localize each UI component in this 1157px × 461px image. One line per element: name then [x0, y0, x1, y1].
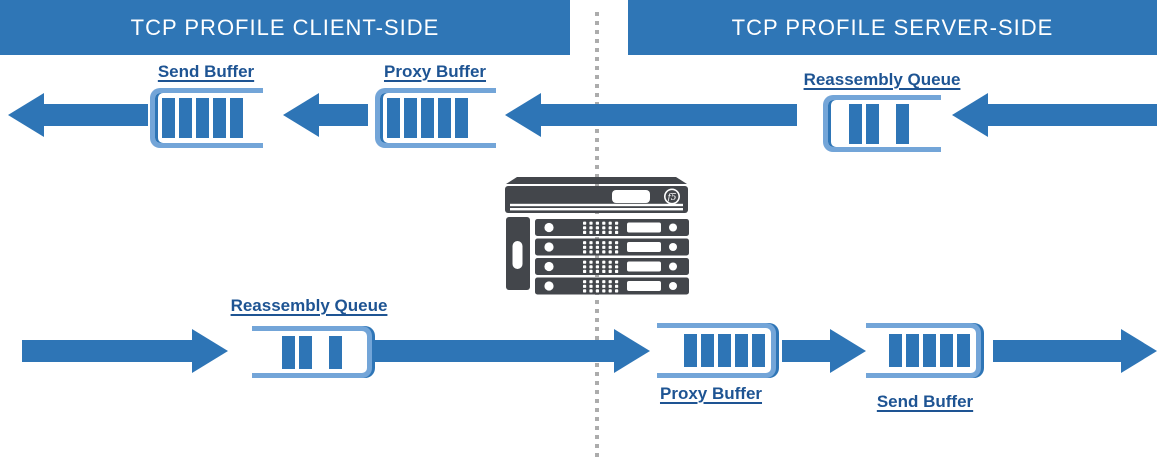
label-reassembly-queue-client: Reassembly Queue	[230, 296, 388, 315]
data-segment-bar	[684, 334, 697, 367]
arrow-head-left-icon	[283, 93, 319, 137]
header-server-side: TCP PROFILE SERVER-SIDE	[628, 0, 1157, 55]
data-segment-bar	[299, 335, 312, 369]
header-client-side-label: TCP PROFILE CLIENT-SIDE	[130, 14, 440, 40]
arrow-send-buffer-to-client	[8, 93, 148, 137]
label-send-buffer-server: Send Buffer	[876, 392, 974, 411]
arrow-proxy-to-send-buffer-client	[283, 93, 368, 137]
client-server-divider-line	[595, 12, 599, 461]
reassembly-queue-client-bars	[252, 335, 367, 369]
segment-group	[889, 334, 970, 367]
data-segment-bar	[213, 98, 226, 138]
data-segment-bar	[752, 334, 765, 367]
proxy-buffer-server-bars	[657, 334, 771, 367]
data-segment-bar	[230, 98, 243, 138]
data-segment-bar	[162, 98, 175, 138]
arrow-send-buffer-to-server	[993, 329, 1157, 373]
segment-group	[896, 103, 909, 144]
data-segment-bar	[421, 98, 434, 138]
data-segment-bar	[329, 335, 342, 369]
arrow-inbound-from-server	[952, 93, 1157, 137]
arrow-head-right-icon	[614, 329, 650, 373]
data-segment-bar	[701, 334, 714, 367]
data-segment-bar	[455, 98, 468, 138]
data-segment-bar	[940, 334, 953, 367]
data-segment-bar	[957, 334, 970, 367]
f5-logo-icon: f5	[666, 193, 676, 203]
arrow-head-right-icon	[192, 329, 228, 373]
data-segment-bar	[282, 335, 295, 369]
arrow-head-left-icon	[505, 93, 541, 137]
segment-group	[684, 334, 765, 367]
box-reassembly-queue-client	[252, 326, 372, 378]
box-send-buffer-server	[866, 323, 981, 378]
header-client-side: TCP PROFILE CLIENT-SIDE	[0, 0, 570, 55]
segment-group	[162, 98, 243, 138]
data-segment-bar	[735, 334, 748, 367]
send-buffer-server-bars	[866, 334, 976, 367]
label-proxy-buffer-client: Proxy Buffer	[383, 62, 487, 81]
data-segment-bar	[179, 98, 192, 138]
arrow-head-left-icon	[8, 93, 44, 137]
data-segment-bar	[849, 103, 862, 144]
segment-group	[282, 335, 312, 369]
label-proxy-buffer-server: Proxy Buffer	[659, 384, 763, 403]
data-segment-bar	[438, 98, 451, 138]
data-segment-bar	[404, 98, 417, 138]
f5-server-appliance-icon: f5	[503, 172, 690, 296]
data-segment-bar	[923, 334, 936, 367]
segment-group	[849, 103, 879, 144]
box-reassembly-queue-server	[823, 95, 941, 152]
label-reassembly-queue-server: Reassembly Queue	[803, 70, 961, 89]
arrow-server-proxy-to-send-buffer	[782, 329, 866, 373]
arrow-head-left-icon	[952, 93, 988, 137]
arrow-head-right-icon	[830, 329, 866, 373]
segment-group	[329, 335, 342, 369]
send-buffer-client-bars	[155, 98, 263, 138]
box-send-buffer-client	[150, 88, 263, 148]
reassembly-queue-server-bars	[828, 103, 941, 144]
segment-group	[387, 98, 468, 138]
arrow-client-reassembly-to-server-proxy	[338, 329, 650, 373]
box-proxy-buffer-server	[657, 323, 776, 378]
proxy-buffer-client-bars	[380, 98, 496, 138]
data-segment-bar	[889, 334, 902, 367]
data-segment-bar	[906, 334, 919, 367]
box-proxy-buffer-client	[375, 88, 496, 148]
label-send-buffer-client: Send Buffer	[157, 62, 255, 81]
arrow-server-reassembly-to-client-proxy	[505, 93, 797, 137]
header-server-side-label: TCP PROFILE SERVER-SIDE	[731, 14, 1054, 40]
data-segment-bar	[896, 103, 909, 144]
data-segment-bar	[387, 98, 400, 138]
data-segment-bar	[866, 103, 879, 144]
arrow-head-right-icon	[1121, 329, 1157, 373]
data-segment-bar	[718, 334, 731, 367]
arrow-inbound-from-client	[22, 329, 228, 373]
data-segment-bar	[196, 98, 209, 138]
